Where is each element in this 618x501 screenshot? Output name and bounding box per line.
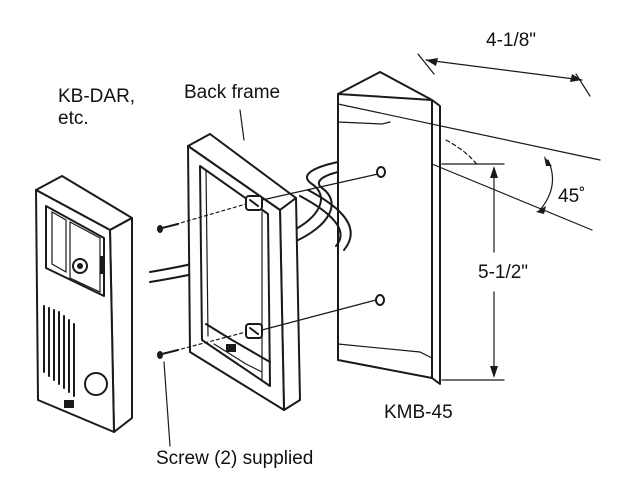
device-name-line2: etc. — [58, 108, 89, 129]
door-station — [35, 175, 133, 433]
screw-note-label: Screw (2) supplied — [156, 448, 314, 469]
angle-dimension — [337, 103, 601, 231]
height-dimension — [441, 163, 505, 381]
angle-label: 45˚ — [558, 186, 586, 207]
kmb45-bracket — [337, 71, 441, 385]
call-button — [84, 372, 108, 396]
screw-leader — [163, 361, 171, 447]
screw-lower — [157, 331, 247, 359]
width-dimension — [417, 53, 591, 97]
speaker-grille — [43, 305, 75, 397]
bracket-model-label: KMB-45 — [384, 402, 453, 423]
screw-upper — [157, 203, 247, 233]
bracket-hole-top — [376, 166, 386, 178]
width-dimension-label: 4-1/8" — [486, 30, 537, 51]
device-name-line1: KB-DAR, — [58, 86, 136, 107]
back-frame-label: Back frame — [184, 82, 281, 103]
height-dimension-label: 5-1/2" — [478, 262, 529, 283]
back-frame — [187, 133, 301, 411]
back-frame-leader — [239, 109, 245, 141]
bracket-hole-bottom — [375, 294, 385, 306]
bracket-plate — [337, 93, 433, 379]
bracket-plate-edge — [431, 99, 441, 385]
